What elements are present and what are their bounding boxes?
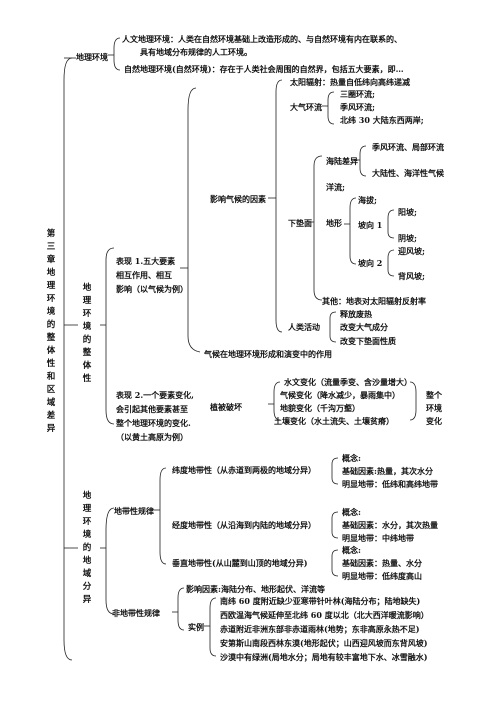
example-4: 安第斯山南段西林东漠(地形起伏；山西迎风坡而东背风坡) — [220, 638, 428, 648]
vegetation-damage: 植被破坏 — [210, 402, 242, 412]
p2-line-3: 整个地理环境的变化. — [116, 418, 191, 428]
chain-1: 水文变化（流量季变、含沙量增大） — [284, 377, 412, 387]
p1-line-3: 影响（以气候为例） — [116, 284, 188, 294]
p1-line-2: 相互作用、相互 — [116, 270, 172, 280]
zonal-law: 地带性规律 — [114, 506, 154, 516]
climate-role: 气候在地理环境形成和演变中的作用 — [204, 349, 332, 359]
whole-3: 变化 — [426, 416, 442, 426]
chain-2: 气候变化（降水减少，暴雨集中） — [280, 390, 400, 400]
atm-item-3: 北纬 30 大陆东西两岸; — [340, 115, 424, 125]
sunny-slope: 阳坡; — [398, 207, 417, 217]
ocean-current: 洋流; — [326, 182, 345, 192]
chapter-brace — [63, 57, 73, 661]
chapter-title: 第三章 地理环境的整体性和区域差异 — [46, 229, 56, 434]
nonzonal-law: 非地带性规律 — [112, 608, 160, 618]
human-env-text-2: 具有地域分布规律的人工环境。 — [140, 47, 252, 57]
leeward-slope: 背风坡; — [398, 271, 425, 281]
example-1: 南纬 60 度附近缺少亚寒带针叶林(海陆分布；陆地缺失) — [220, 596, 421, 606]
climate-factors: 影响气候的因素 — [210, 194, 266, 204]
vert-item-1: 概念: — [342, 545, 361, 555]
natural-env-text: 自然地理环境(自然环境)：存在于人类社会周围的自然界，包括五大要素，即… — [124, 64, 404, 74]
land-sea-item-2: 大陆性、海洋性气候 — [372, 168, 444, 178]
land-sea-diff: 海陆差异 — [326, 156, 358, 166]
human-item-2: 改变大气成分 — [340, 322, 388, 332]
whole-2: 环境 — [426, 403, 442, 413]
example-3: 赤道附近非洲东部非赤道雨林(地势；东非高原永热不足) — [220, 624, 420, 634]
human-item-3: 改变下垫面性质 — [340, 336, 396, 346]
vert-item-3: 明显地带：低纬度高山 — [342, 571, 422, 581]
example-5: 沙漠中有绿洲(局地水分；局地有较丰富地下水、冰雪融水) — [220, 652, 428, 662]
lat-item-1: 概念: — [342, 453, 361, 463]
sun-radiation: 太阳辐射：热量自低纬向高纬递减 — [290, 77, 410, 87]
example-label: 实例 — [188, 622, 204, 632]
nonzonal-factors: 影响因素:海陆分布、地形起伏、洋流等 — [186, 584, 325, 594]
windward-slope: 迎风坡; — [398, 246, 425, 256]
lat-zonal: 纬度地带性（从赤道到两极的地域分异） — [172, 465, 316, 475]
human-env-text: 人文地理环境：人类在自然环境基础上改造形成的、与自然环境有内在联系的、 — [122, 34, 402, 44]
lat-item-3: 明显地带：低纬和高纬地带 — [342, 479, 438, 489]
shady-slope: 阴坡; — [398, 233, 417, 243]
factors-brace — [275, 79, 283, 333]
lat-item-2: 基础因素:热量，其次水分 — [342, 466, 433, 476]
p1-line-1: 表现 1.五大要素 — [116, 256, 176, 266]
human-item-1: 释放废热 — [340, 309, 372, 319]
lon-item-3: 明显地带：中纬地带 — [342, 533, 414, 543]
other-factor: 其他：地表对太阳辐射反射率 — [322, 296, 426, 306]
atm-item-2: 季风环流; — [340, 102, 375, 112]
whole-1: 整个 — [426, 390, 442, 400]
human-activity: 人类活动 — [288, 322, 320, 332]
p2-line-1: 表现 2.一个要素变化, — [116, 390, 194, 400]
chain-4: 土壤变化（水土流失、土壤贫瘠） — [274, 416, 394, 426]
vert-item-2: 基础因素：热量、水分 — [342, 558, 422, 568]
lon-item-1: 概念: — [342, 507, 361, 517]
atm-circulation: 大气环流 — [290, 102, 322, 112]
geo-env-brace — [113, 37, 121, 71]
chain-3: 地貌变化（千沟万壑） — [280, 403, 360, 413]
atm-item-1: 三圈环流; — [340, 89, 375, 99]
wholeness-title: 地理环境的整体性 — [82, 283, 92, 384]
slope-1: 坡向 1 — [358, 220, 383, 230]
geo-env-title: 地理环境 — [76, 52, 108, 62]
underlying-surface: 下垫面 — [288, 218, 312, 228]
lon-item-2: 基础因素：水分，其次热量 — [342, 520, 438, 530]
lon-zonal: 经度地带性（从沿海到内陆的地域分异） — [172, 520, 316, 530]
altitude: 海拔; — [358, 195, 377, 205]
land-sea-item-1: 季风环流、局部环流 — [372, 142, 444, 152]
p2-line-2: 会引起其他要素甚至 — [116, 404, 188, 414]
slope-2: 坡向 2 — [358, 258, 383, 268]
terrain: 地形 — [326, 218, 342, 228]
p2-line-4: （以黄土高原为例） — [116, 432, 188, 442]
diff-title: 地理环境的地域分异 — [82, 491, 92, 605]
wholeness-brace — [105, 247, 115, 425]
diff-brace — [105, 507, 115, 615]
example-2: 西欧温海气候延伸至北纬 60 度以北（北大西洋暖流影响） — [220, 610, 429, 620]
vert-zonal: 垂直地带性(从山麓到山顶的地域分异) — [172, 558, 308, 568]
